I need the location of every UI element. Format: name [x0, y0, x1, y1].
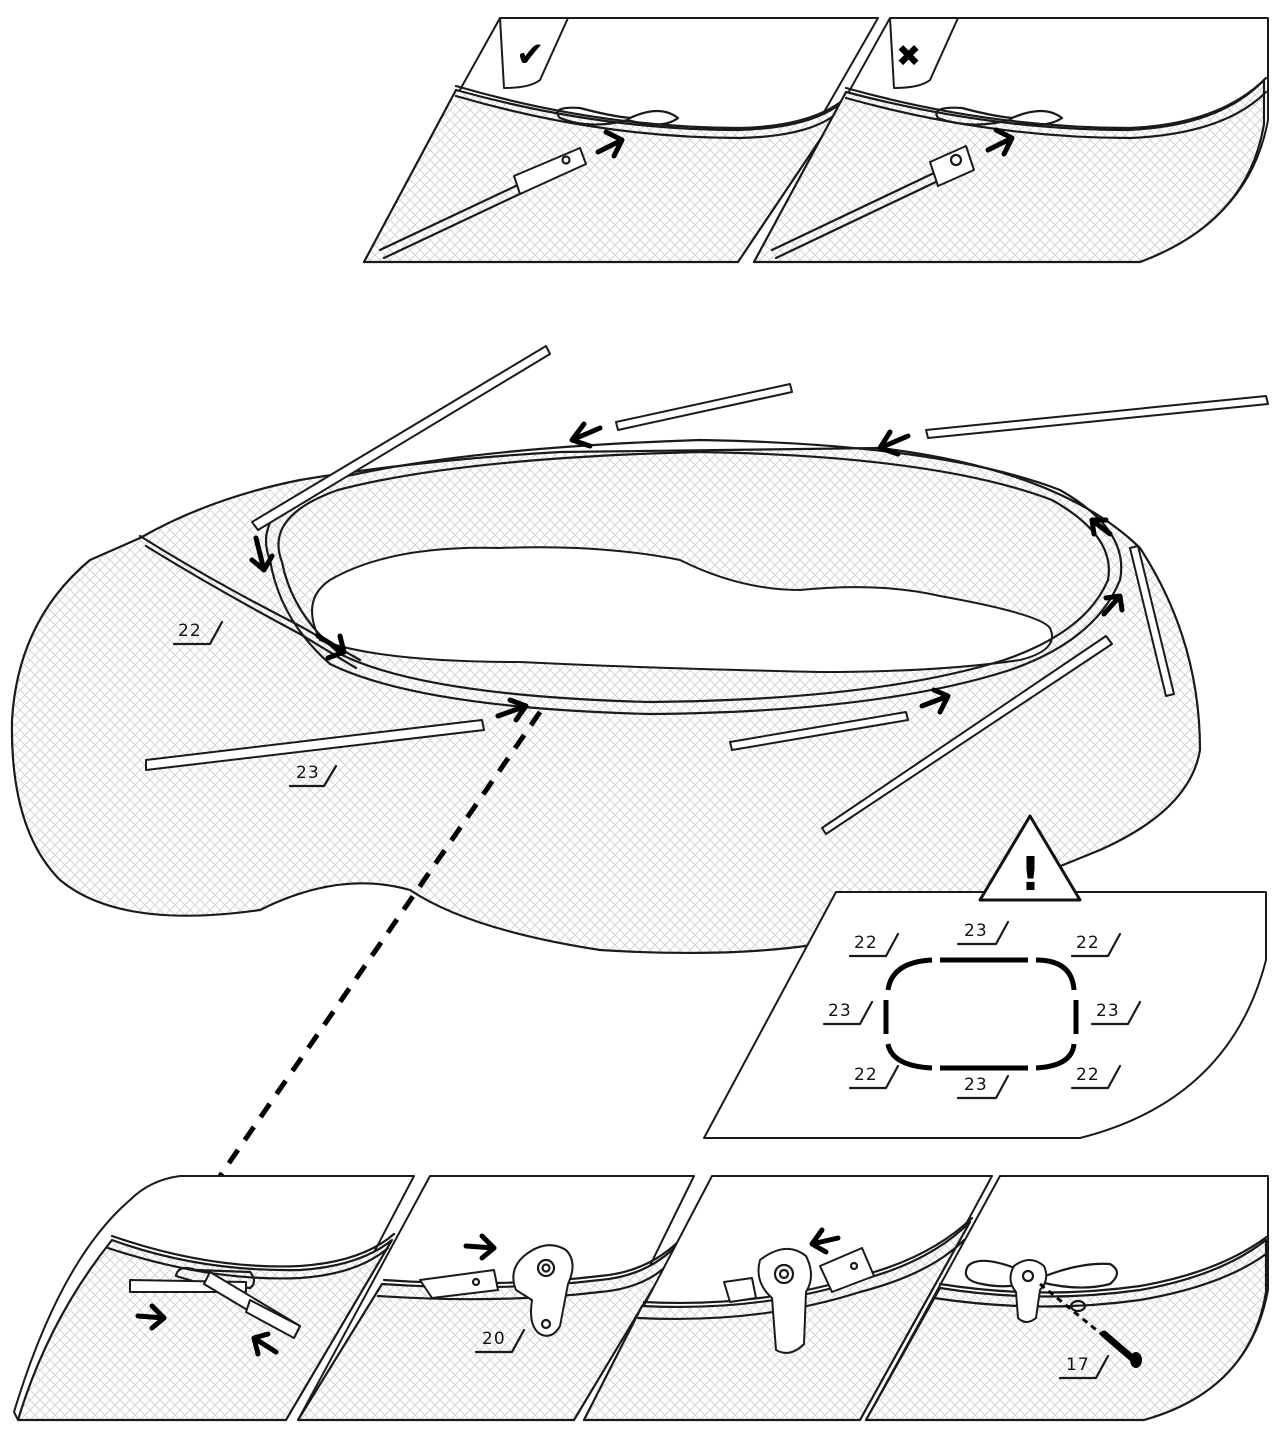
svg-text:!: !: [1020, 847, 1041, 901]
loose-rails: [145, 345, 1269, 835]
layout-label-bottom-left: 22: [854, 1065, 878, 1085]
insert-arrows: [249, 421, 1125, 723]
layout-label-bottom-center: 23: [964, 1075, 988, 1095]
rail-22-left: [138, 534, 362, 662]
connector-part: [757, 1248, 812, 1354]
warning-icon: [978, 814, 1082, 902]
layout-label-top-right: 22: [1076, 933, 1100, 953]
cross-icon: ✖: [896, 39, 921, 74]
detail-panel-join: [582, 1175, 993, 1422]
main-net-assembly: 22 23: [10, 345, 1269, 955]
net-opening: [311, 546, 1053, 673]
screw-icon: [1100, 1330, 1136, 1362]
detail-panel-insert: [13, 1175, 415, 1422]
connector-part: [512, 1244, 574, 1337]
arrow-right-icon: [463, 1233, 497, 1261]
part-label-17: 17: [1066, 1355, 1090, 1375]
connector-part: [1009, 1259, 1048, 1323]
part-label-22: 22: [178, 621, 202, 641]
arrow-right-icon: [135, 1303, 167, 1331]
rail-layout-panel: ! 22 23 22 23 23 22 23 22: [703, 814, 1267, 1139]
detail-panel-screw: 17: [864, 1175, 1270, 1422]
frame-layout-shape: [883, 957, 1079, 1071]
top-ring: [265, 438, 1123, 716]
layout-label-middle-right: 23: [1096, 1001, 1120, 1021]
part-label-23: 23: [296, 763, 320, 783]
incorrect-install-panel: ✖: [752, 17, 1269, 264]
arrow-left-icon: [809, 1227, 841, 1255]
rail-end-round: [929, 145, 975, 187]
elastic-loop: [556, 106, 680, 126]
layout-label-middle-left: 23: [828, 1001, 852, 1021]
layout-label-bottom-right: 22: [1076, 1065, 1100, 1085]
layout-label-top-center: 23: [964, 921, 988, 941]
layout-label-top-left: 22: [854, 933, 878, 953]
arrow-left-icon: [251, 1331, 279, 1357]
washer: [1069, 1299, 1087, 1313]
detail-leader-line: [217, 710, 543, 1178]
part-label-20: 20: [482, 1329, 506, 1349]
rail-end-flat: [513, 147, 587, 195]
elastic-loop: [935, 106, 1064, 126]
arrow-right-icon: [595, 129, 625, 159]
check-icon: ✔: [516, 35, 545, 75]
detail-panel-connector: 20: [296, 1175, 695, 1422]
arrow-right-icon: [985, 127, 1015, 157]
